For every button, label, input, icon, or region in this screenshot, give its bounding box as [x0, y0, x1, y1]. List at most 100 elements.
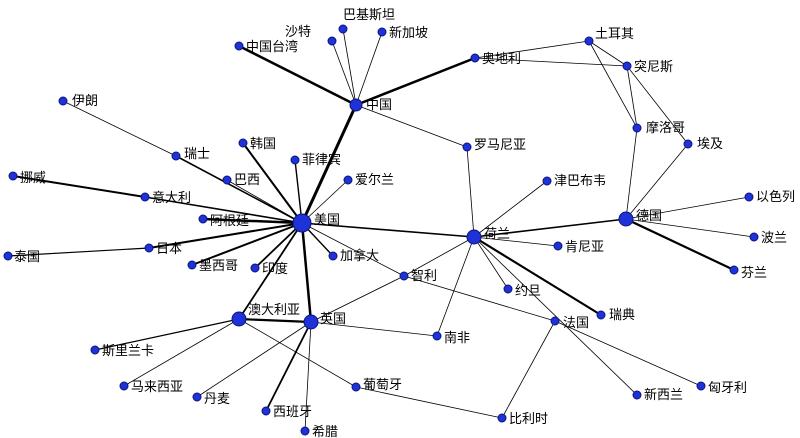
node-label-greece: 希腊 [312, 425, 338, 438]
label-layer: 美国中国荷兰德国澳大利亚英国法国沙特巴基斯坦新加坡中国台湾奥地利土耳其突尼斯摩洛… [14, 8, 795, 438]
node-southafrica [432, 331, 442, 341]
node-label-ireland: 爱尔兰 [355, 173, 394, 188]
node-label-sweden: 瑞典 [609, 308, 635, 323]
node-label-hungary: 匈牙利 [708, 381, 747, 396]
node-label-denmark: 丹麦 [204, 392, 230, 407]
node-morocco [632, 123, 642, 133]
edge-usa-ireland [301, 179, 349, 224]
edge-norway-italy [12, 175, 146, 198]
node-pakistan [338, 24, 348, 34]
edge-australia-portugal [238, 318, 357, 388]
edge-usa-korea [242, 142, 303, 224]
edge-netherlands-sweden [472, 235, 603, 317]
node-label-pakistan: 巴基斯坦 [343, 8, 395, 23]
edge-germany-israel [625, 196, 750, 220]
node-label-philippines: 菲律宾 [302, 152, 341, 168]
edge-usa-italy [144, 196, 303, 224]
node-kenya [553, 241, 563, 251]
node-label-jordan: 约旦 [515, 284, 541, 299]
node-label-argentina: 阿根廷 [210, 214, 249, 229]
node-australia [231, 311, 247, 327]
node-netherlands [466, 229, 482, 245]
node-label-romania: 罗马尼亚 [474, 138, 526, 153]
node-mexico [187, 260, 197, 270]
node-label-newzealand: 新西兰 [644, 387, 683, 403]
node-germany [618, 211, 634, 227]
node-india [250, 263, 260, 273]
node-label-spain: 西班牙 [273, 405, 312, 420]
edge-uk-southafrica [310, 321, 438, 337]
edge-uk-denmark [196, 321, 312, 398]
node-label-australia: 澳大利亚 [248, 302, 300, 318]
node-belgium [497, 413, 507, 423]
edge-australia-srilanka [94, 318, 240, 351]
edge-uk-spain [265, 321, 312, 412]
edge-australia-malaysia [123, 318, 240, 387]
node-singapore [377, 27, 387, 37]
edge-usa-argentina [201, 217, 304, 225]
edge-egypt-germany [625, 143, 689, 220]
node-canada [328, 251, 338, 261]
edge-layer [7, 28, 755, 432]
node-portugal [351, 382, 361, 392]
edge-netherlands-southafrica [436, 236, 475, 337]
node-label-egypt: 埃及 [697, 137, 723, 152]
node-label-iran: 伊朗 [72, 94, 98, 109]
node-label-chile: 智利 [411, 269, 437, 284]
node-israel [744, 192, 754, 202]
node-denmark [192, 392, 202, 402]
node-poland [749, 232, 759, 242]
node-label-taiwan: 中国台湾 [246, 39, 298, 55]
node-argentina [198, 214, 208, 224]
node-sweden [596, 310, 606, 320]
node-label-korea: 韩国 [250, 137, 276, 152]
node-chile [399, 271, 409, 281]
node-label-singapore: 新加坡 [389, 25, 428, 41]
edge-france-belgium [501, 320, 556, 419]
node-label-norway: 挪威 [20, 171, 46, 186]
edge-usa-uk [300, 221, 313, 324]
node-korea [238, 138, 248, 148]
node-italy [140, 192, 150, 202]
edge-france-chile [403, 275, 556, 322]
node-label-srilanka: 斯里兰卡 [102, 344, 154, 359]
node-tunisia [622, 61, 632, 71]
node-label-japan: 日本 [156, 242, 182, 257]
node-layer [3, 24, 759, 436]
node-hungary [696, 381, 706, 391]
node-label-turkey: 土耳其 [595, 27, 634, 42]
edge-china-saudi [331, 40, 357, 106]
node-label-brazil: 巴西 [234, 173, 260, 188]
node-label-belgium: 比利时 [509, 412, 548, 427]
node-turkey [584, 36, 594, 46]
node-usa [292, 213, 312, 233]
node-newzealand [632, 390, 642, 400]
edge-netherlands-jordan [473, 236, 509, 290]
edge-usa-switzerland [175, 155, 303, 224]
node-label-thailand: 泰国 [14, 250, 40, 265]
edge-morocco-germany [625, 127, 638, 220]
node-japan [144, 243, 154, 253]
edge-usa-australia [238, 222, 303, 320]
node-label-india: 印度 [262, 261, 288, 277]
edge-uk-chile [310, 275, 405, 323]
node-france [550, 316, 560, 326]
edge-netherlands-newzealand [473, 236, 638, 396]
edge-tunisia-morocco [626, 65, 638, 129]
edge-tunisia-egypt [626, 65, 689, 145]
edge-china-pakistan [342, 28, 357, 106]
node-label-germany: 德国 [636, 209, 662, 224]
node-uk [303, 314, 319, 330]
edge-australia-uk [237, 317, 313, 324]
edge-portugal-belgium [355, 386, 503, 419]
node-finland [729, 265, 739, 275]
edge-netherlands-zimbabwe [473, 180, 548, 238]
edge-usa-philippines [294, 159, 303, 224]
node-label-switzerland: 瑞士 [184, 147, 210, 162]
edge-usa-japan [148, 222, 303, 249]
edge-netherlands-germany [473, 218, 627, 238]
node-label-zimbabwe: 津巴布韦 [554, 174, 606, 189]
node-egypt [683, 139, 693, 149]
node-label-austria: 奥地利 [482, 52, 521, 67]
